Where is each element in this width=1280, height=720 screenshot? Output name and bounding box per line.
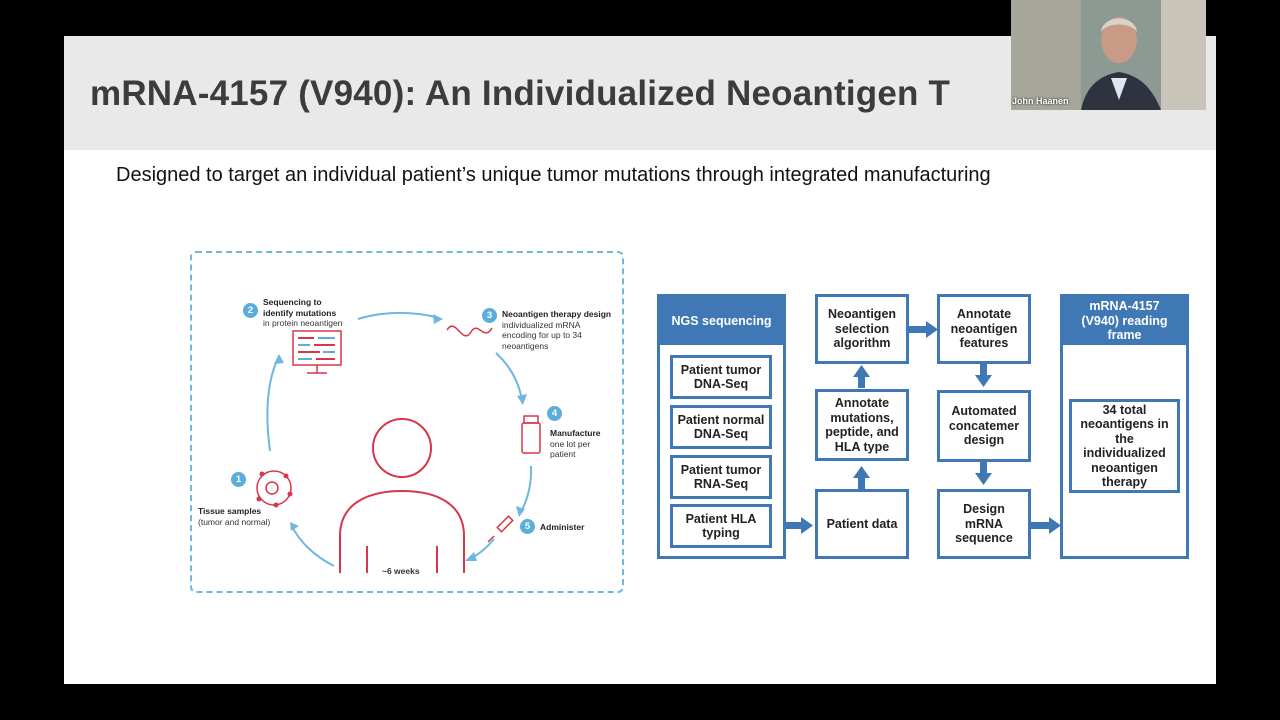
speaker-video-image — [1011, 0, 1206, 110]
patient-tumor-rna-seq-box: Patient tumor RNA-Seq — [670, 455, 772, 499]
cycle-arrow-4-5 — [519, 465, 533, 515]
vial-icon — [521, 415, 541, 454]
cycle-arrow-3-4 — [495, 352, 523, 402]
arrow-patient-data-up — [858, 477, 865, 489]
annotate-mutations-box: Annotate mutations, peptide, and HLA typ… — [815, 389, 909, 461]
total-neoantigens-box: 34 total neoantigens in the individualiz… — [1069, 399, 1180, 493]
step-1-caption: Tissue samples (tumor and normal) — [198, 506, 298, 527]
step-3-caption: Neoantigen therapy design individualized… — [502, 309, 616, 351]
sequencing-monitor-icon — [292, 330, 342, 374]
patient-data-box: Patient data — [815, 489, 909, 559]
automated-concatemer-design-box: Automated concatemer design — [937, 390, 1031, 462]
arrow-features-down — [980, 364, 987, 376]
slide-subtitle: Designed to target an individual patient… — [116, 164, 991, 186]
arrow-ngs-to-patient-data — [784, 522, 802, 529]
presentation-slide: mRNA-4157 (V940): An Individualized Neoa… — [64, 36, 1216, 684]
arrow-design-to-frame — [1030, 522, 1050, 529]
cycle-arrow-1-2 — [266, 355, 280, 452]
annotate-neoantigen-features-box: Annotate neoantigen features — [937, 294, 1031, 364]
slide-title: mRNA-4157 (V940): An Individualized Neoa… — [90, 74, 951, 113]
step-2-title: Sequencing to identify mutations — [263, 297, 337, 318]
cycle-arrow-person-1 — [291, 525, 335, 567]
person-head-icon — [372, 418, 432, 478]
step-5-number: 5 — [520, 519, 535, 534]
step-5-caption: Administer — [540, 522, 600, 533]
step-3-number: 3 — [482, 308, 497, 323]
step-1-number: 1 — [231, 472, 246, 487]
person-body-icon — [339, 489, 465, 573]
design-mrna-sequence-box: Design mRNA sequence — [937, 489, 1031, 559]
arrow-annotate-up — [858, 376, 865, 388]
speaker-name-label: John Haanen — [1012, 96, 1069, 106]
cycle-arrow-2-3 — [357, 311, 440, 320]
manufacturing-cycle-panel — [190, 251, 624, 593]
step-4-caption: Manufacture one lot per patient — [550, 428, 610, 460]
syringe-icon — [487, 515, 514, 543]
step-2-number: 2 — [243, 303, 258, 318]
step-1-title: Tissue samples — [198, 506, 262, 516]
ngs-sequencing-header: NGS sequencing — [660, 297, 783, 345]
cycle-graphics — [256, 311, 1061, 573]
patient-tumor-dna-seq-box: Patient tumor DNA-Seq — [670, 355, 772, 399]
arrow-selection-to-annotate — [907, 326, 927, 333]
step-4-number: 4 — [547, 406, 562, 421]
step-2-caption: Sequencing to identify mutations in prot… — [263, 297, 353, 329]
cycle-duration-label: ~6 weeks — [382, 566, 420, 576]
step-2-detail: in protein neoantigen — [263, 318, 343, 328]
patient-normal-dna-seq-box: Patient normal DNA-Seq — [670, 405, 772, 449]
step-4-detail: one lot per patient — [550, 438, 591, 460]
step-1-detail: (tumor and normal) — [198, 516, 271, 527]
mrna-strand-icon — [446, 325, 493, 337]
step-5-title: Administer — [540, 522, 585, 532]
arrow-concatemer-down — [980, 462, 987, 474]
neoantigen-selection-algorithm-box: Neoantigen selection algorithm — [815, 294, 909, 364]
reading-frame-header: mRNA-4157 (V940) reading frame — [1063, 297, 1186, 345]
patient-hla-typing-box: Patient HLA typing — [670, 504, 772, 548]
speaker-video-feed — [1011, 0, 1206, 110]
step-3-title: Neoantigen therapy design — [502, 309, 612, 319]
step-4-title: Manufacture — [550, 428, 601, 438]
step-3-detail: individualized mRNA encoding for up to 3… — [502, 319, 582, 351]
